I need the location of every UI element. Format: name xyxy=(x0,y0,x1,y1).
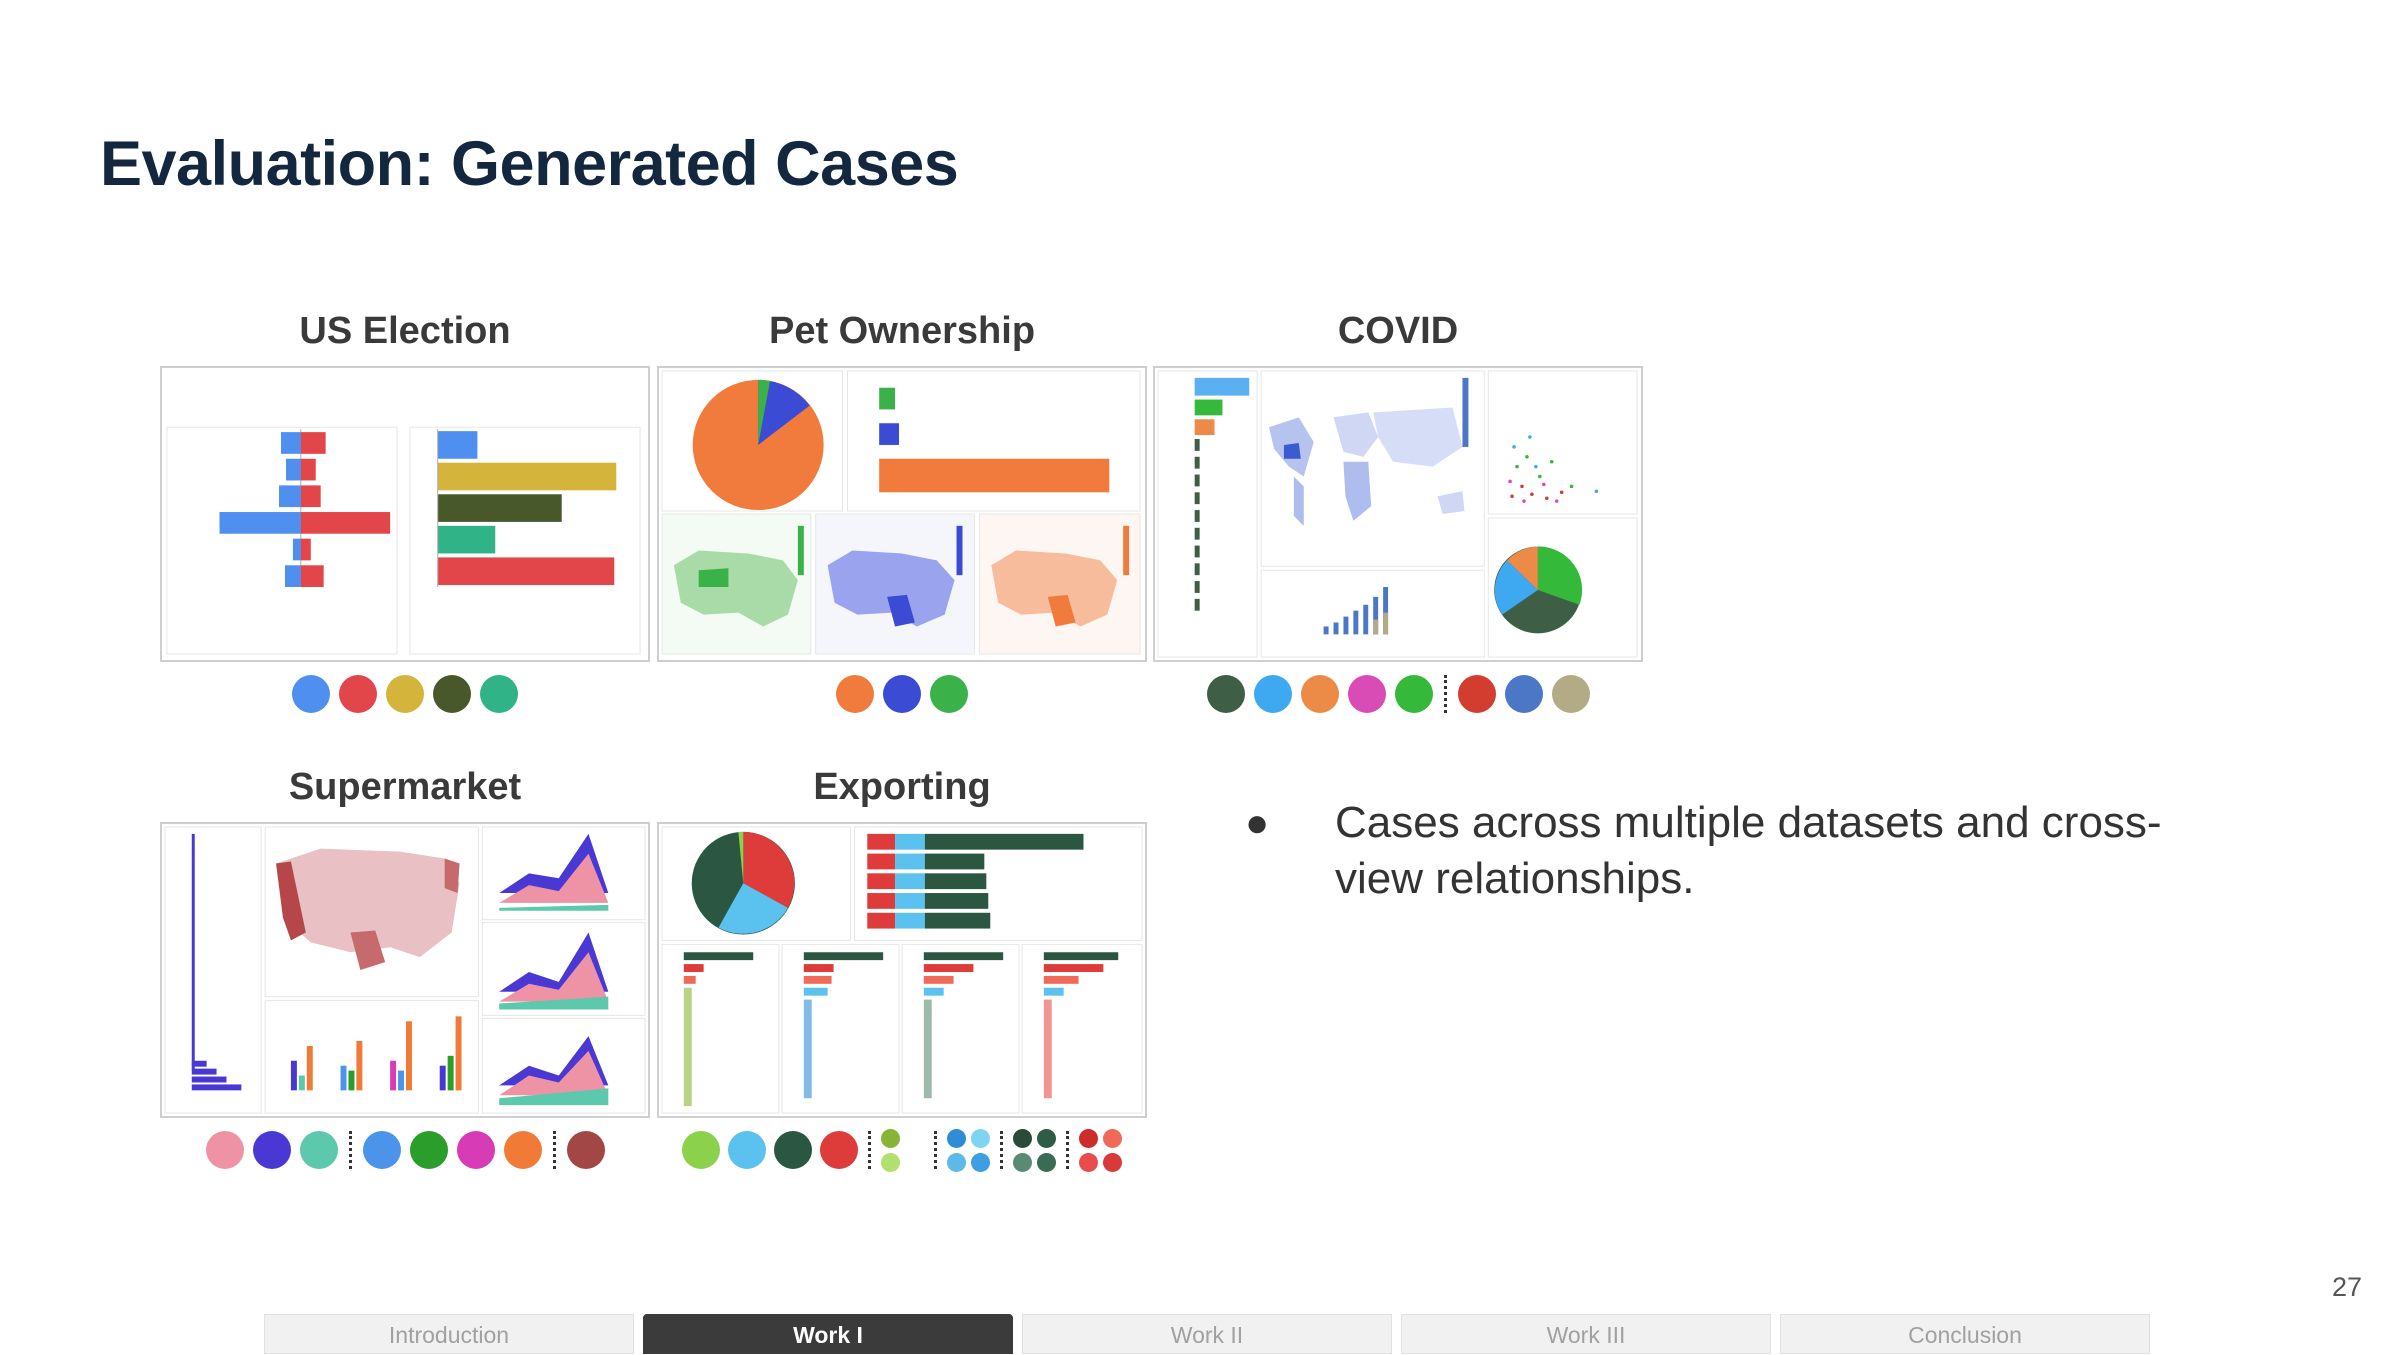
case-thumbnail xyxy=(160,366,650,662)
color-palette xyxy=(657,672,1147,716)
palette-swatch xyxy=(728,1131,766,1169)
palette-group xyxy=(1013,1128,1056,1172)
palette-group xyxy=(1079,1128,1122,1172)
palette-swatch xyxy=(1300,675,1339,713)
palette-swatch xyxy=(503,1131,542,1169)
palette-swatch xyxy=(1253,675,1292,713)
palette-group xyxy=(947,1128,990,1172)
palette-swatch xyxy=(971,1152,990,1172)
palette-swatch xyxy=(883,675,921,713)
palette-swatch xyxy=(971,1128,990,1148)
palette-swatch xyxy=(1457,675,1496,713)
case-thumbnail xyxy=(1153,366,1643,662)
palette-swatch xyxy=(205,1131,244,1169)
palette-swatch xyxy=(1079,1152,1098,1172)
palette-group xyxy=(881,1128,924,1172)
case-title: Exporting xyxy=(813,766,991,808)
palette-swatch xyxy=(252,1131,291,1169)
palette-swatch xyxy=(1013,1152,1032,1172)
nav-tab-introduction[interactable]: Introduction xyxy=(264,1314,634,1354)
palette-swatch xyxy=(905,1128,924,1148)
palette-swatch xyxy=(1504,675,1543,713)
palette-swatch xyxy=(1079,1128,1098,1148)
palette-swatch xyxy=(905,1152,924,1172)
case-title: Supermarket xyxy=(288,766,522,808)
nav-tab-work-i[interactable]: Work I xyxy=(643,1314,1013,1354)
nav-tab-conclusion[interactable]: Conclusion xyxy=(1780,1314,2150,1354)
case-title: COVID xyxy=(1337,310,1459,352)
palette-swatch xyxy=(1347,675,1386,713)
slide-title: Evaluation: Generated Cases xyxy=(100,129,959,199)
palette-swatch xyxy=(930,675,968,713)
palette-swatch xyxy=(836,675,874,713)
palette-separator xyxy=(552,1131,556,1169)
color-palette xyxy=(160,1128,650,1172)
palette-swatch xyxy=(339,675,377,713)
case-title: US Election xyxy=(299,310,511,352)
palette-separator xyxy=(934,1131,937,1169)
palette-swatch xyxy=(1394,675,1433,713)
case-covid: COVID xyxy=(1153,300,1643,720)
palette-swatch xyxy=(433,675,471,713)
palette-separator xyxy=(1066,1131,1069,1169)
palette-swatch xyxy=(566,1131,605,1169)
case-supermarket: Supermarket xyxy=(160,756,650,1176)
palette-swatch xyxy=(1103,1128,1122,1148)
palette-swatch xyxy=(1013,1128,1032,1148)
palette-swatch xyxy=(682,1131,720,1169)
case-title: Pet Ownership xyxy=(768,310,1036,352)
palette-swatch xyxy=(299,1131,338,1169)
palette-swatch xyxy=(1103,1152,1122,1172)
palette-swatch xyxy=(362,1131,401,1169)
palette-swatch xyxy=(386,675,424,713)
palette-swatch xyxy=(774,1131,812,1169)
color-palette xyxy=(657,1128,1147,1172)
palette-separator xyxy=(348,1131,352,1169)
palette-separator xyxy=(868,1131,871,1169)
bullet-marker: ● xyxy=(1245,801,1270,845)
palette-swatch xyxy=(1037,1128,1056,1148)
palette-separator xyxy=(1443,675,1447,713)
case-thumbnail xyxy=(160,822,650,1118)
palette-separator xyxy=(1000,1131,1003,1169)
palette-swatch xyxy=(820,1131,858,1169)
case-us-election: US Election xyxy=(160,300,650,720)
palette-swatch xyxy=(480,675,518,713)
palette-swatch xyxy=(881,1128,900,1148)
case-exporting: Exporting xyxy=(657,756,1147,1176)
case-pet-ownership: Pet Ownership xyxy=(657,300,1147,720)
palette-swatch xyxy=(1551,675,1590,713)
page-number: 27 xyxy=(2331,1272,2362,1302)
palette-swatch xyxy=(881,1152,900,1172)
case-thumbnail xyxy=(657,822,1147,1118)
nav-tab-work-ii[interactable]: Work II xyxy=(1022,1314,1392,1354)
palette-swatch xyxy=(1037,1152,1056,1172)
color-palette xyxy=(1153,672,1643,716)
nav-tab-work-iii[interactable]: Work III xyxy=(1401,1314,1771,1354)
bullet-text: Cases across multiple datasets and cross… xyxy=(1335,798,2162,903)
palette-swatch xyxy=(947,1128,966,1148)
palette-swatch xyxy=(456,1131,495,1169)
case-thumbnail xyxy=(657,366,1147,662)
color-palette xyxy=(160,672,650,716)
palette-swatch xyxy=(409,1131,448,1169)
palette-swatch xyxy=(292,675,330,713)
palette-swatch xyxy=(947,1152,966,1172)
palette-swatch xyxy=(1206,675,1245,713)
